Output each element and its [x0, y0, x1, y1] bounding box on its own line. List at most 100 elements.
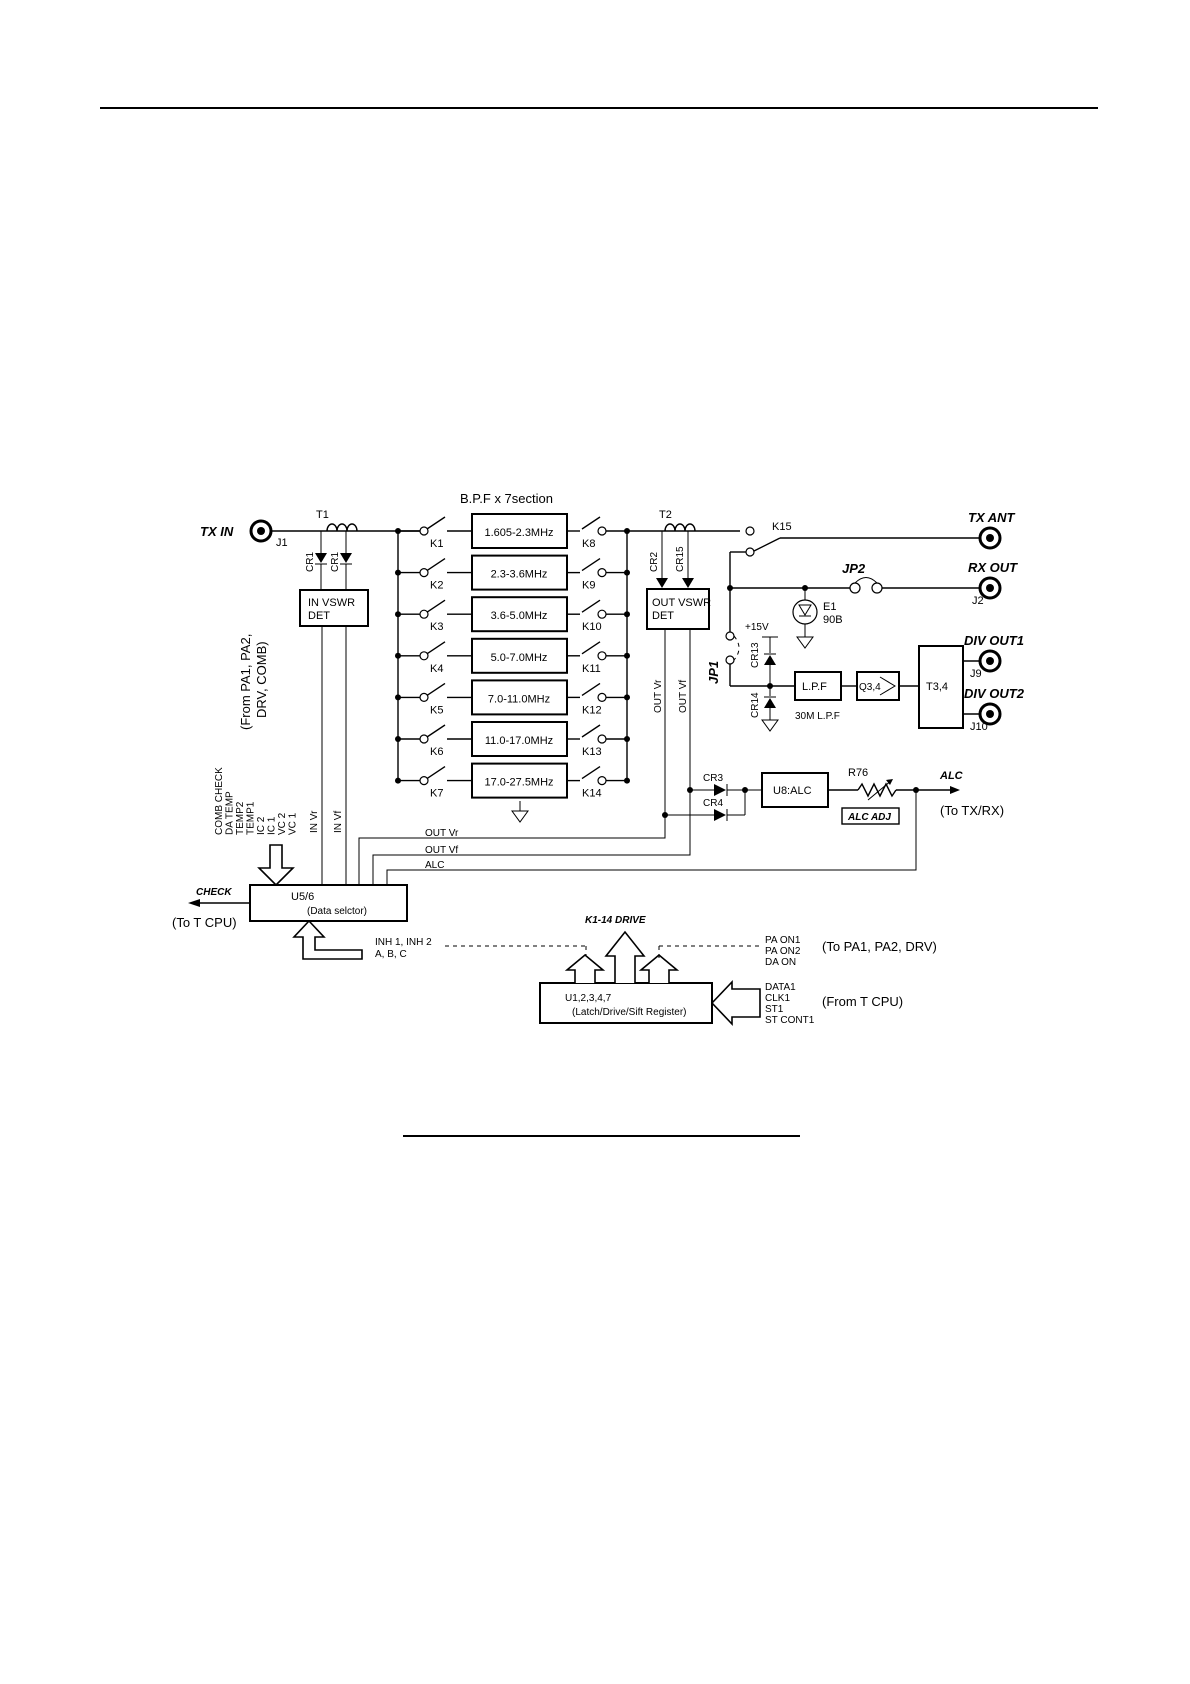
j2-label: J2	[972, 595, 984, 607]
cr13-label: CR13	[750, 642, 761, 668]
bpf-label: 2.3-3.6MHz	[491, 569, 548, 581]
out-vswr-det-label: DET	[652, 610, 674, 622]
in-vf-label: IN Vf	[333, 811, 344, 833]
u56-label: U5/6	[291, 891, 314, 903]
lpf-sub-label: 30M L.P.F	[795, 711, 840, 722]
relay-in-contact	[419, 526, 429, 536]
cpu-input-label: ST1	[765, 1004, 784, 1015]
check-signal-label: TEMP1	[246, 801, 257, 835]
k15-label: K15	[772, 521, 792, 533]
cr4-diode	[714, 809, 726, 821]
relay-in-label: K1	[430, 538, 443, 550]
out-vr-hlabel: OUT Vr	[425, 828, 459, 839]
relay-in-contact	[419, 734, 429, 744]
relay-out-contact	[597, 609, 607, 619]
u1237-up-arrow-left	[564, 953, 606, 983]
in-vswr-label: IN VSWR	[308, 597, 355, 609]
t2-label: T2	[659, 509, 672, 521]
cr1b-diode	[340, 553, 352, 563]
bpf-label: 3.6-5.0MHz	[491, 610, 548, 622]
relay-out-arm	[581, 599, 601, 613]
u1237-label: U1,2,3,4,7	[565, 993, 612, 1004]
jp1-pin-a	[725, 631, 735, 641]
cr1a-diode	[315, 553, 327, 563]
relay-out-arm	[581, 682, 601, 696]
cr13-diode	[764, 655, 776, 665]
bpf-label: 1.605-2.3MHz	[484, 527, 553, 539]
relay-in-label: K3	[430, 621, 443, 633]
cr14-ground	[761, 719, 779, 732]
u8-alc-block	[761, 772, 829, 808]
alc-arrow	[950, 786, 960, 794]
check-label: CHECK	[196, 887, 232, 898]
alc-out-label: ALC	[939, 770, 964, 782]
jp1-label: JP1	[706, 661, 721, 684]
cr4-label: CR4	[703, 798, 723, 809]
inh-abc-arrow	[292, 919, 363, 960]
cpu-input-arrow	[710, 980, 761, 1026]
k-drive-arrow	[604, 930, 646, 983]
bpf-block	[471, 721, 568, 757]
relay-in-label: K2	[430, 580, 443, 592]
tx-ant-connector	[978, 526, 1002, 550]
bpf-title: B.P.F x 7section	[460, 491, 553, 506]
check-signal-label: IC 2	[256, 816, 267, 835]
cr14-diode	[764, 698, 776, 708]
out-vf-feedback	[372, 815, 691, 885]
cpu-input-label: CLK1	[765, 993, 790, 1004]
rx-out-connector	[978, 576, 1002, 600]
in-vswr-det-block	[299, 589, 369, 627]
e1-ground	[796, 636, 814, 649]
out-vswr-label: OUT VSWR	[652, 597, 711, 609]
jp1-pin-b	[725, 655, 735, 665]
rx-out-label: RX OUT	[968, 560, 1018, 575]
e1-label: E1	[823, 601, 836, 613]
j1-label: J1	[276, 537, 288, 549]
cpu-input-label: DATA1	[765, 982, 796, 993]
pa-output-label: DA ON	[765, 957, 796, 968]
relay-out-arm	[581, 766, 601, 780]
t1-label: T1	[316, 509, 329, 521]
u8-label: U8:ALC	[773, 785, 812, 797]
check-arrow	[188, 899, 200, 907]
j9-label: J9	[970, 668, 982, 680]
pa-output-label: PA ON2	[765, 946, 801, 957]
to-pa-label: (To PA1, PA2, DRV)	[822, 939, 937, 954]
div-out2-label: DIV OUT2	[964, 686, 1025, 701]
bpf-ground	[511, 810, 529, 823]
j10-label: J10	[970, 721, 988, 733]
div-out1-connector	[978, 649, 1002, 673]
cr1b-label: CR1	[330, 552, 341, 572]
tx-in-connector	[249, 519, 273, 543]
relay-in-arm	[426, 724, 446, 738]
out-vf-hlabel: OUT Vf	[425, 845, 458, 856]
cr3-label: CR3	[703, 773, 723, 784]
check-signal-label: IC 1	[267, 816, 278, 835]
plus15v-label: +15V	[745, 622, 769, 633]
bpf-bank: K11.605-2.3MHzK8K22.3-3.6MHzK9K33.6-5.0M…	[395, 513, 630, 800]
out-vr-feedback	[358, 815, 666, 885]
to-txrx-label: (To TX/RX)	[940, 803, 1004, 818]
out-vr-vlabel: OUT Vr	[653, 679, 664, 713]
relay-in-label: K4	[430, 663, 443, 675]
relay-in-contact	[419, 567, 429, 578]
relay-out-arm	[581, 516, 601, 530]
relay-out-arm	[581, 641, 601, 655]
from-pa-line1: (From PA1, PA2,	[238, 634, 253, 730]
relay-in-label: K6	[430, 746, 443, 758]
out-vswr-det-block	[646, 588, 710, 630]
to-tcpu-label: (To T CPU)	[172, 915, 237, 930]
cr15-diode	[682, 578, 694, 588]
relay-out-label: K13	[582, 746, 602, 758]
div-out2-connector	[978, 702, 1002, 726]
out-vf-vlabel: OUT Vf	[678, 680, 689, 713]
relay-out-arm	[581, 724, 601, 738]
checks-input-arrow	[257, 844, 295, 887]
